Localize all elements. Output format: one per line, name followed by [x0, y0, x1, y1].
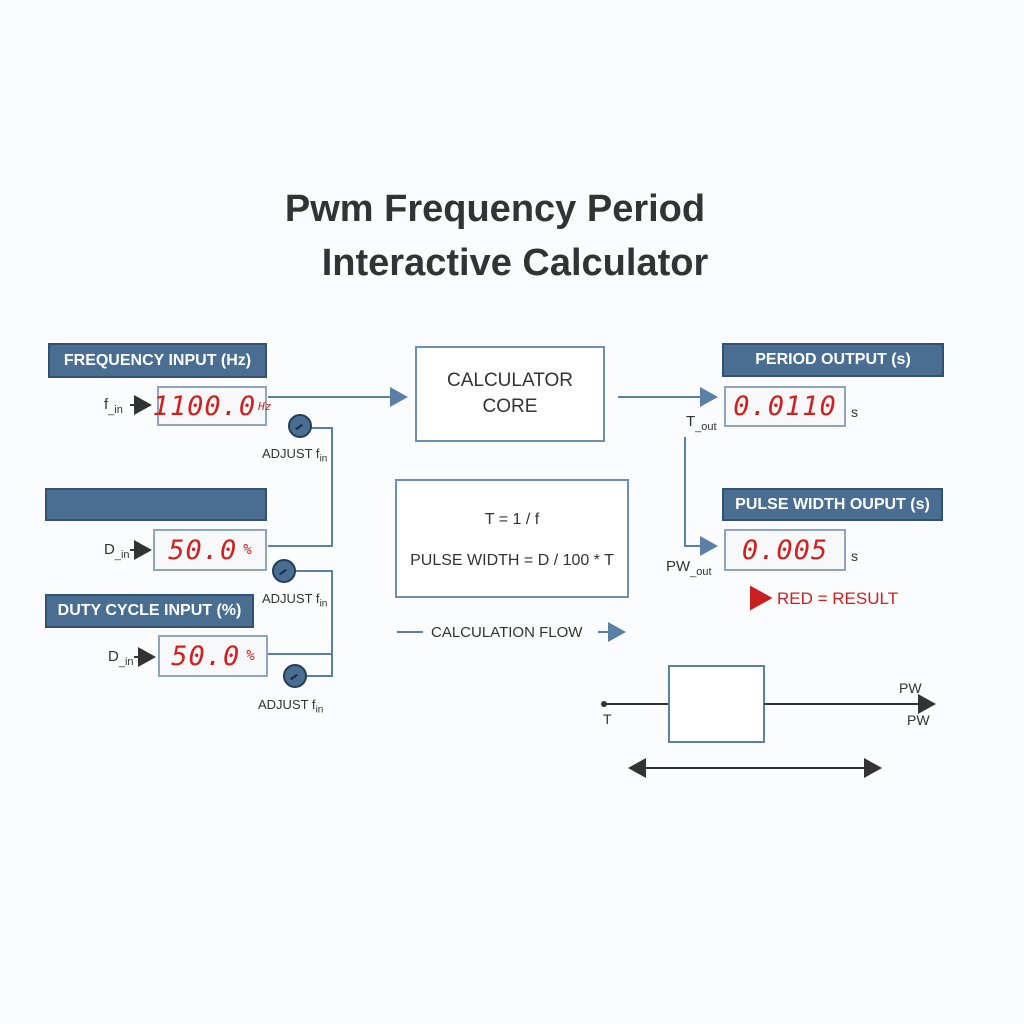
waveform-pw-label-top: PW	[899, 680, 922, 696]
waveform-t-label: T	[603, 711, 612, 727]
pulse-width-output-header: PULSE WIDTH OUPUT (s)	[722, 488, 943, 521]
pw-out-label: PW_out	[666, 558, 712, 578]
frequency-adjust-label: ADJUST fin	[262, 446, 328, 465]
duty-value-2: 50.0	[171, 640, 241, 672]
core-label-line2: CORE	[482, 396, 538, 417]
duty-cycle-input-header: DUTY CYCLE INPUT (%)	[45, 594, 254, 628]
pulse-width-value: 0.005	[741, 534, 829, 566]
page-title-line2: Interactive Calculator	[321, 242, 709, 284]
period-output-header: PERIOD OUTPUT (s)	[722, 343, 944, 377]
period-display: 0.0110	[724, 386, 846, 427]
calculation-flow-label: CALCULATION FLOW	[431, 624, 583, 641]
d-in-label-1: D_in	[104, 541, 130, 561]
duty-value-1: 50.0	[168, 534, 238, 566]
page-title-line1: Pwm Frequency Period	[284, 188, 706, 230]
waveform-pulse	[668, 665, 765, 743]
blank-input-header	[45, 488, 267, 521]
waveform-pw-label-bottom: PW	[907, 712, 930, 728]
pulse-width-display: 0.005	[724, 529, 846, 571]
frequency-input-header: FREQUENCY INPUT (Hz)	[48, 343, 267, 378]
frequency-unit: Hz	[258, 399, 272, 413]
duty-adjust-knob-1[interactable]	[272, 559, 296, 583]
result-legend: RED = RESULT	[777, 589, 899, 608]
duty-unit-2: %	[246, 648, 255, 664]
d-in-label-2: D_in	[108, 648, 134, 668]
period-unit: s	[851, 404, 858, 420]
formula-box: T = 1 / f PULSE WIDTH = D / 100 * T	[395, 479, 629, 598]
duty-adjust-label-1: ADJUST fin	[262, 591, 328, 610]
frequency-adjust-knob[interactable]	[288, 414, 312, 438]
pulse-width-unit: s	[851, 548, 858, 564]
duty-adjust-knob-2[interactable]	[283, 664, 307, 688]
period-value: 0.0110	[733, 391, 837, 422]
period-to-pulse-arrow	[684, 437, 718, 556]
duty-unit-1: %	[243, 542, 252, 558]
calculator-core-box: CALCULATOR CORE	[415, 346, 605, 442]
knob1-wire	[268, 427, 333, 547]
t-out-label: T_out	[686, 413, 717, 433]
f-in-label: f_in	[104, 396, 123, 416]
duty-display-1[interactable]: 50.0 %	[153, 529, 267, 571]
waveform-start-dot	[601, 701, 607, 707]
core-label-line1: CALCULATOR	[447, 370, 573, 392]
duty-adjust-label-2: ADJUST fin	[258, 697, 324, 716]
duty-display-2[interactable]: 50.0 %	[158, 635, 268, 677]
knob2-wire	[286, 570, 333, 677]
frequency-value: 1100.0	[152, 390, 257, 422]
frequency-display[interactable]: 1100.0 Hz	[153, 386, 271, 426]
period-formula: T = 1 / f	[484, 511, 540, 528]
pulse-width-formula: PULSE WIDTH = D / 100 * T	[410, 552, 614, 569]
